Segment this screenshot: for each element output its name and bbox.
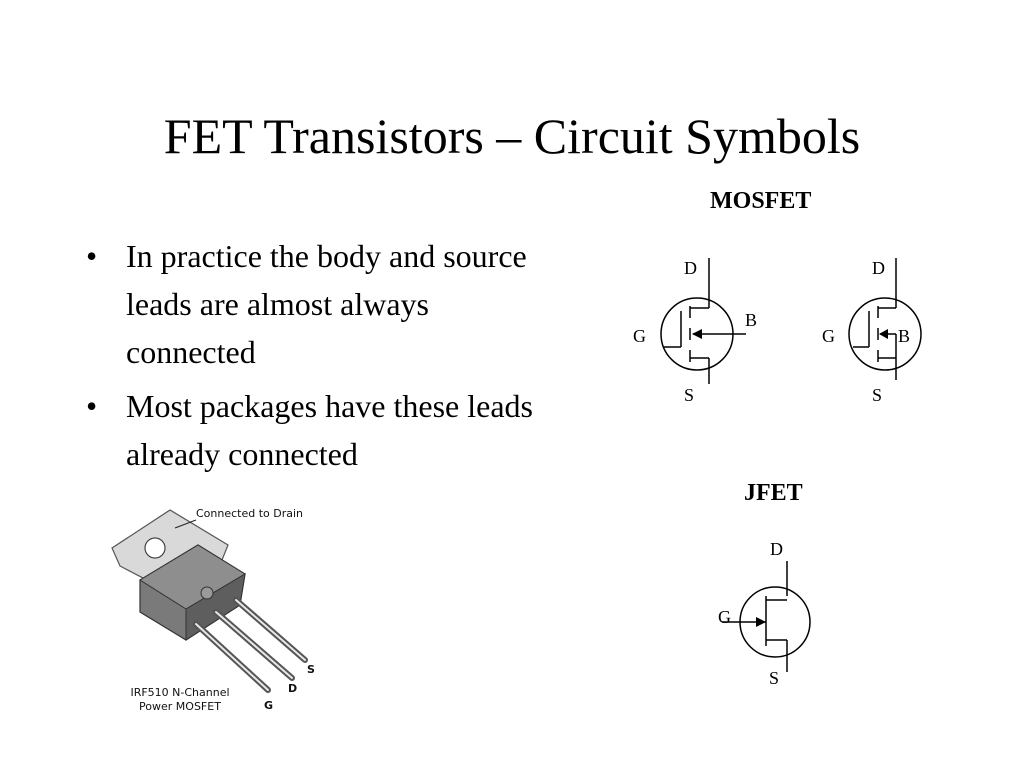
drain-note-pointer bbox=[174, 519, 197, 529]
bullet-item: • Most packages have these leads already … bbox=[84, 382, 554, 478]
package-pin-g-label: G bbox=[264, 699, 274, 712]
bullet-text: Most packages have these leads already c… bbox=[126, 388, 533, 472]
mosfet-right-gate-label: G bbox=[822, 326, 835, 346]
bullet-item: • In practice the body and source leads a… bbox=[84, 232, 554, 376]
bullet-dot: • bbox=[86, 388, 98, 424]
mosfet-right-drain-label: D bbox=[872, 258, 885, 278]
jfet-gate-label: G bbox=[718, 607, 731, 627]
mosfet-left-drain-label: D bbox=[684, 258, 697, 278]
mosfet-symbol-right bbox=[848, 258, 922, 380]
jfet-source-label: S bbox=[769, 668, 780, 688]
package-pin-d-label: D bbox=[288, 682, 298, 695]
jfet-heading: JFET bbox=[744, 480, 803, 506]
bullet-dot: • bbox=[86, 238, 98, 274]
mosfet-left-body-label: B bbox=[745, 310, 758, 330]
mosfet-right-body-label: B bbox=[898, 326, 911, 346]
mosfet-left-source-label: S bbox=[684, 385, 695, 405]
package-drain-note: Connected to Drain bbox=[196, 507, 304, 520]
to220-package-image bbox=[111, 509, 308, 693]
jfet-gate-arrow bbox=[756, 617, 766, 627]
jfet-drain-label: D bbox=[770, 539, 783, 559]
mosfet-left-body-arrow bbox=[692, 329, 702, 339]
package-pin1-mark bbox=[200, 586, 214, 600]
package-mounting-hole bbox=[144, 537, 166, 559]
package-caption-line1: IRF510 N-Channel bbox=[130, 686, 230, 699]
mosfet-right-circle bbox=[848, 297, 922, 371]
mosfet-left-gate-label: G bbox=[633, 326, 646, 346]
mosfet-right-source-label: S bbox=[872, 385, 883, 405]
package-pin-s-label: S bbox=[307, 663, 315, 676]
mosfet-right-body-arrow bbox=[879, 329, 888, 339]
bullet-list: • In practice the body and source leads a… bbox=[84, 232, 554, 484]
mosfet-heading: MOSFET bbox=[710, 188, 812, 214]
package-caption-line2: Power MOSFET bbox=[139, 700, 221, 713]
slide-title: FET Transistors – Circuit Symbols bbox=[163, 108, 861, 164]
bullet-text: In practice the body and source leads ar… bbox=[126, 238, 527, 370]
jfet-symbol bbox=[722, 561, 811, 672]
mosfet-symbol-left bbox=[660, 258, 746, 384]
